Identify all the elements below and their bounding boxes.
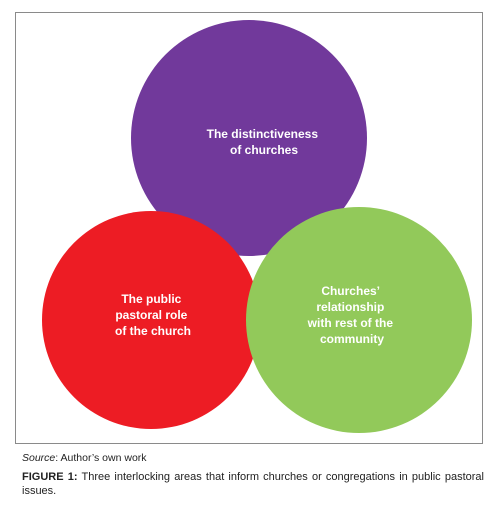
source-text: Author’s own work xyxy=(60,452,147,464)
circle-public-pastoral xyxy=(42,211,260,429)
label-public-pastoral-line-1: The public xyxy=(121,292,181,306)
label-distinctiveness-line-1: The distinctiveness xyxy=(207,127,319,141)
circle-distinctiveness xyxy=(131,20,367,256)
label-community-line-4: community xyxy=(320,332,384,346)
label-community-line-1: Churches’ xyxy=(321,284,379,298)
circle-community xyxy=(246,207,472,433)
source-label: Source xyxy=(22,452,56,464)
venn-diagram: The distinctiveness of churches The publ… xyxy=(42,20,472,433)
source-separator: : xyxy=(55,452,61,464)
caption-label: FIGURE 1: xyxy=(22,471,78,483)
label-community-line-3: with rest of the xyxy=(307,316,394,330)
label-distinctiveness-line-2: of churches xyxy=(230,143,298,157)
label-public-pastoral-line-2: pastoral role xyxy=(115,308,187,322)
figure-caption: FIGURE 1: Three interlocking areas that … xyxy=(22,470,484,498)
label-public-pastoral-line-3: of the church xyxy=(115,324,191,338)
label-community-line-2: relationship xyxy=(316,300,384,314)
label-community: Churches’ relationship with rest of the … xyxy=(307,284,397,346)
source-line: Source: Author’s own work xyxy=(22,452,147,464)
caption-text: Three interlocking areas that inform chu… xyxy=(22,471,484,497)
label-public-pastoral: The public pastoral role of the church xyxy=(115,292,191,338)
label-distinctiveness: The distinctiveness of churches xyxy=(207,127,322,157)
figure-frame: The distinctiveness of churches The publ… xyxy=(15,12,483,444)
